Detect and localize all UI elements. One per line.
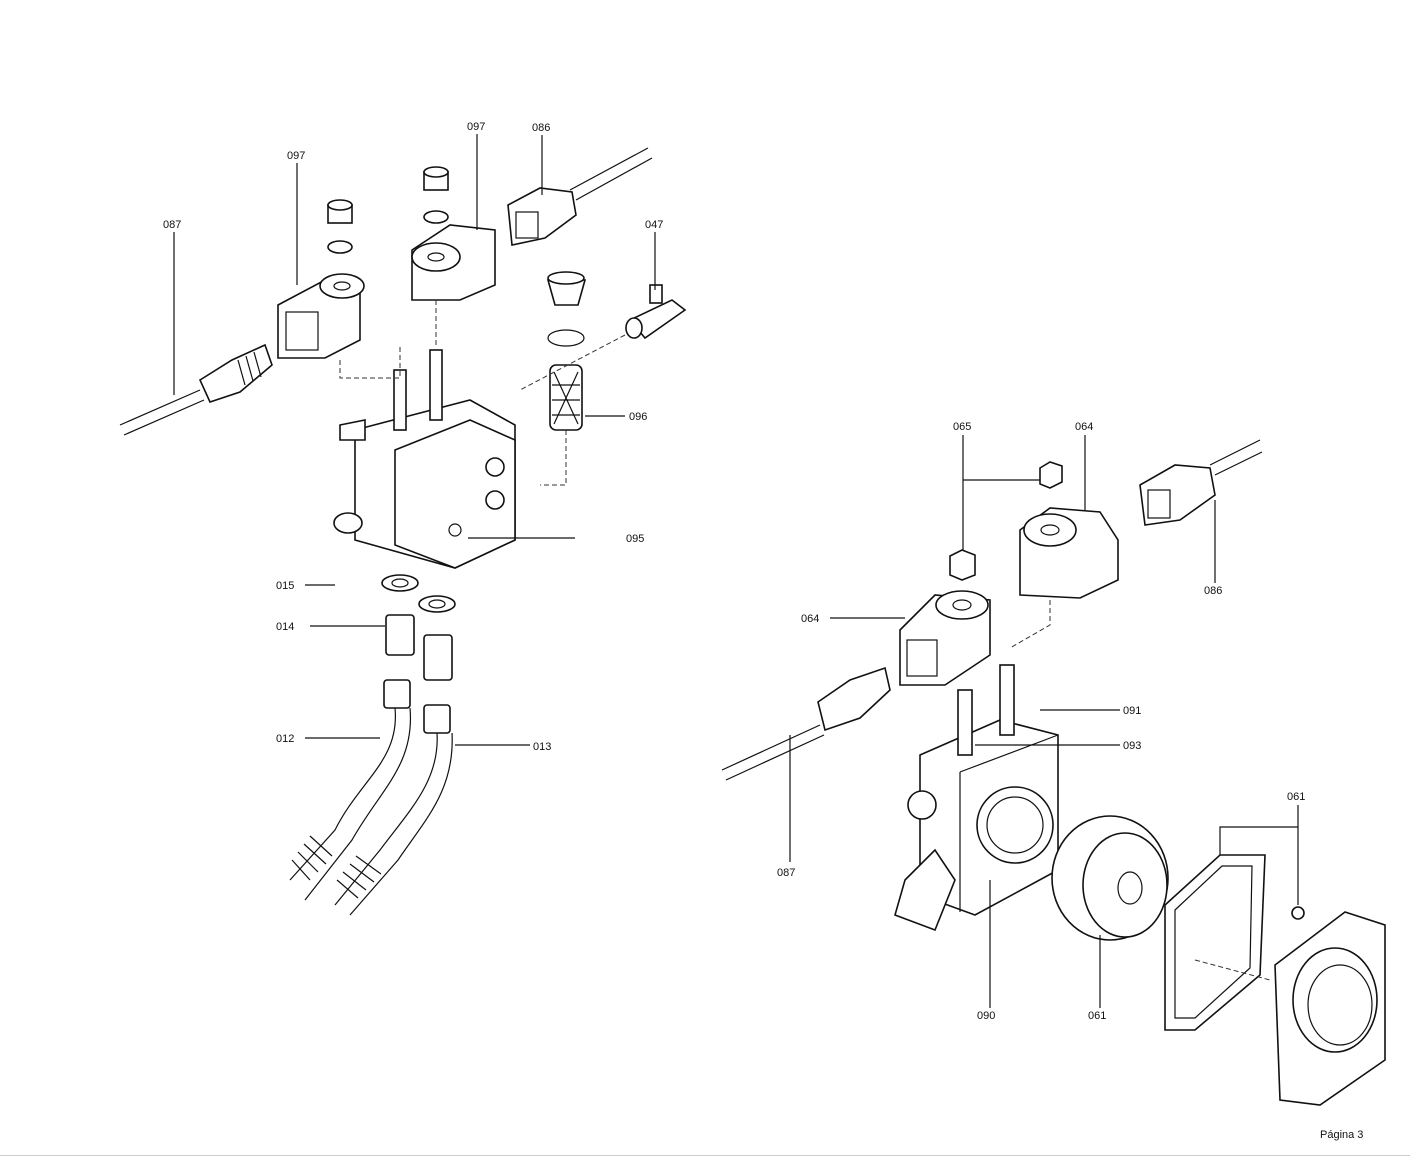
- callout-064-b: 064: [801, 613, 819, 625]
- callout-047: 047: [645, 219, 663, 231]
- callout-012: 012: [276, 733, 294, 745]
- page-bottom-divider: [0, 1155, 1410, 1156]
- callout-097-b: 097: [467, 121, 485, 133]
- coil-097-left: [277, 199, 365, 359]
- nuts-065: [949, 461, 1063, 581]
- dashed-guide-lines-right: [1009, 600, 1271, 981]
- callout-086-right: 086: [1204, 585, 1222, 597]
- page-number: Página 3: [1320, 1129, 1364, 1141]
- coil-064-upper: [1019, 507, 1119, 599]
- callout-095: 095: [626, 533, 644, 545]
- pump-body-095: [333, 349, 516, 569]
- callout-097-a: 097: [287, 150, 305, 162]
- leader-lines-right: [789, 435, 1299, 1008]
- gasket-061: [1164, 854, 1305, 1031]
- filter-096: [546, 271, 587, 431]
- callout-086: 086: [532, 122, 550, 134]
- callout-091: 091: [1123, 705, 1141, 717]
- washers-fittings: [381, 574, 456, 734]
- callout-087: 087: [163, 219, 181, 231]
- cable-087-right: [721, 666, 891, 781]
- cable-087-left: [119, 343, 273, 436]
- pulley-061: [1051, 815, 1169, 941]
- pump-body-090: [894, 664, 1059, 932]
- callout-013: 013: [533, 741, 551, 753]
- coil-097-right: [411, 166, 496, 301]
- callout-096: 096: [629, 411, 647, 423]
- callout-093: 093: [1123, 740, 1141, 752]
- hoses-012-013: [289, 707, 453, 916]
- fitting-047: [625, 284, 687, 340]
- callout-090: 090: [977, 1010, 995, 1022]
- leader-lines-left: [173, 134, 656, 746]
- callout-065: 065: [953, 421, 971, 433]
- connector-086-left: [507, 147, 653, 246]
- left-assembly: 087 097 097 086 047 096 095 015 014 012 …: [119, 121, 687, 916]
- callout-087-right: 087: [777, 867, 795, 879]
- callout-014: 014: [276, 621, 294, 633]
- housing-cover: [1274, 911, 1386, 1106]
- coil-064-lower: [899, 590, 991, 686]
- connector-086-right: [1139, 439, 1263, 526]
- callout-064-a: 064: [1075, 421, 1093, 433]
- callout-015: 015: [276, 580, 294, 592]
- right-assembly: 065 064 086 064 091 093 087 090 061 061: [721, 421, 1386, 1106]
- callout-061-gasket: 061: [1287, 791, 1305, 803]
- dashed-guide-lines: [339, 300, 626, 486]
- callout-061-pulley: 061: [1088, 1010, 1106, 1022]
